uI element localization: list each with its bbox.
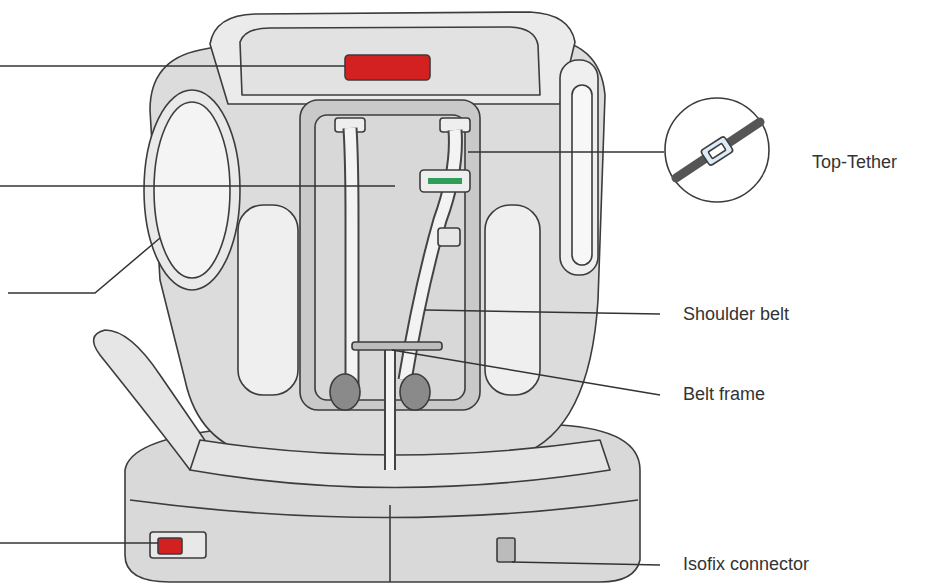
part-label: Isofix connector — [683, 554, 809, 576]
isofix-release — [158, 538, 182, 554]
chest-clip-indicator — [428, 178, 462, 184]
belt-pad — [330, 374, 360, 410]
belt-frame — [352, 342, 442, 350]
side-impact-pad-inner — [154, 102, 230, 278]
part-label: Belt frame — [683, 384, 765, 406]
isofix-connector — [497, 538, 515, 562]
crotch-strap — [386, 345, 394, 470]
leader-line — [468, 151, 664, 153]
wing-pad — [238, 205, 298, 395]
leader-line — [392, 350, 660, 395]
part-label: Shoulder belt — [683, 304, 789, 326]
leader-line — [425, 310, 660, 314]
crotch-strap-outline — [384, 345, 396, 470]
tether-buckle-inner — [708, 143, 726, 158]
side-wing-inner — [572, 85, 592, 265]
leader-line — [512, 562, 660, 565]
headrest-face — [240, 27, 540, 95]
leader-line — [0, 185, 395, 187]
belt-pad — [400, 374, 430, 410]
headrest-frame — [210, 12, 575, 104]
isofix-guide — [150, 532, 206, 558]
height-indicator — [345, 55, 430, 80]
part-label: Top-Tether — [812, 152, 897, 174]
harness-adjuster — [438, 228, 460, 246]
side-wing — [560, 60, 598, 275]
base-edge — [130, 500, 638, 518]
chest-clip — [420, 170, 470, 192]
leader-line — [0, 65, 345, 67]
base-seam — [389, 505, 391, 582]
leader-line — [0, 542, 158, 544]
belt-slot — [440, 118, 470, 132]
leader-line — [8, 238, 160, 293]
inset-circle — [665, 98, 769, 202]
seat-cushion — [190, 440, 610, 488]
tether-buckle — [700, 136, 733, 166]
side-impact-pad — [144, 90, 240, 290]
tether-strap — [676, 122, 760, 178]
